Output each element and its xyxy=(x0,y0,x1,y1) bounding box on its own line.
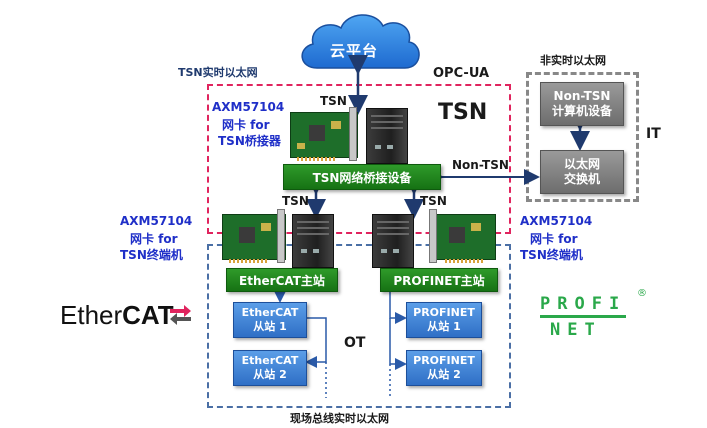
ethernet-switch[interactable]: 以太网 交换机 xyxy=(540,150,624,194)
fieldbus-label: 现场总线实时以太网 xyxy=(290,412,389,425)
bridge-ipc-icon xyxy=(366,108,408,164)
bridge-nic-card xyxy=(290,107,358,161)
ethernet-switch-line2: 交换机 xyxy=(563,172,600,186)
left-card-line2: 网卡 for xyxy=(130,232,178,246)
bridge-card-line3: TSN桥接器 xyxy=(218,134,281,148)
ethercat-logo: EtherCAT xyxy=(60,300,174,332)
profinet-slave-1-sub: 从站 1 xyxy=(427,320,461,333)
ot-label: OT xyxy=(344,335,366,351)
ethercat-slave-2-name: EtherCAT xyxy=(241,354,299,367)
left-endpoint-ipc-icon xyxy=(292,214,334,268)
non-realtime-label: 非实时以太网 xyxy=(540,54,606,67)
it-zone-border xyxy=(526,72,639,202)
right-endpoint-ipc-icon xyxy=(372,214,414,268)
tsn-arrow-left-label: TSN xyxy=(282,194,309,208)
tsn-bridge-device[interactable]: TSN网络桥接设备 xyxy=(283,164,441,190)
right-card-model: AXM57104 xyxy=(520,214,593,228)
ethercat-logo-cat: CAT xyxy=(122,300,174,330)
it-label: IT xyxy=(646,126,661,142)
profinet-logo-top: PROFI xyxy=(540,294,627,318)
right-card-line3: TSN终端机 xyxy=(520,248,583,262)
profinet-logo-mark: ® xyxy=(637,288,647,299)
left-card-line3: TSN终端机 xyxy=(120,248,183,262)
ot-zone-border xyxy=(207,244,511,408)
non-tsn-computer-line2: 计算机设备 xyxy=(551,104,612,118)
ethercat-slave-1[interactable]: EtherCAT 从站 1 xyxy=(233,302,307,338)
tsn-title: TSN xyxy=(438,100,488,125)
bridge-card-line2: 网卡 for xyxy=(222,118,270,132)
right-endpoint-nic-card xyxy=(429,209,496,263)
right-card-line2: 网卡 for xyxy=(530,232,578,246)
ethercat-slave-2-sub: 从站 2 xyxy=(253,368,287,381)
profinet-master[interactable]: PROFINET主站 xyxy=(380,268,498,292)
profinet-slave-1-name: PROFINET xyxy=(413,306,475,319)
opc-ua-label: OPC-UA xyxy=(433,66,490,81)
profinet-logo: PROFI NET ® xyxy=(540,288,647,346)
tsn-arrow-top-label: TSN xyxy=(320,94,347,108)
bridge-card-model: AXM57104 xyxy=(212,100,285,114)
profinet-slave-2-name: PROFINET xyxy=(413,354,475,367)
non-tsn-computer[interactable]: Non-TSN 计算机设备 xyxy=(540,82,624,126)
non-tsn-link-label: Non-TSN xyxy=(452,158,509,172)
profinet-slave-2-sub: 从站 2 xyxy=(427,368,461,381)
ethercat-logo-ether: Ether xyxy=(60,300,123,330)
left-card-model: AXM57104 xyxy=(120,214,193,228)
profinet-slave-2[interactable]: PROFINET 从站 2 xyxy=(406,350,482,386)
ethercat-slave-2[interactable]: EtherCAT 从站 2 xyxy=(233,350,307,386)
profinet-slave-1[interactable]: PROFINET 从站 1 xyxy=(406,302,482,338)
ethercat-slave-1-sub: 从站 1 xyxy=(253,320,287,333)
ethercat-master[interactable]: EtherCAT主站 xyxy=(226,268,338,292)
non-tsn-computer-line1: Non-TSN xyxy=(553,89,611,103)
tsn-arrow-right-label: TSN xyxy=(420,194,447,208)
profinet-logo-bottom: NET xyxy=(550,320,602,340)
ethercat-logo-arrows xyxy=(170,305,191,325)
left-endpoint-nic-card xyxy=(222,209,286,263)
tsn-ethernet-label: TSN实时以太网 xyxy=(178,66,258,79)
ethercat-slave-1-name: EtherCAT xyxy=(241,306,299,319)
cloud-icon xyxy=(301,14,420,69)
ethernet-switch-line1: 以太网 xyxy=(563,157,600,171)
